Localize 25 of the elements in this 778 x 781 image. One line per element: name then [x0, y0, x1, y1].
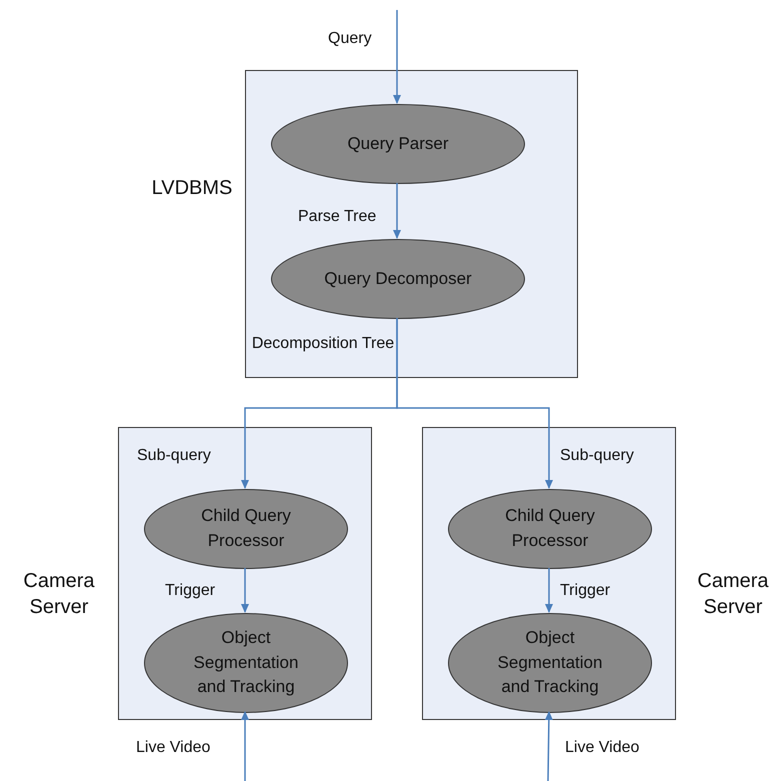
edge-label: Trigger [560, 581, 610, 601]
arrow [545, 568, 553, 613]
edge-label: Sub-query [137, 446, 211, 466]
annotation-label: Decomposition Tree [250, 334, 396, 354]
arrow [241, 568, 249, 613]
arrow [393, 10, 401, 104]
node-label: Query Parser [347, 132, 449, 155]
node-label: Child Query Processor [200, 505, 292, 552]
edge-label: Trigger [165, 581, 216, 601]
node-label: Object Segmentation and Tracking [192, 627, 300, 698]
box-heading: Camera Server [22, 569, 96, 620]
node-label: Query Decomposer [324, 268, 472, 290]
box-heading: Camera Server [696, 569, 770, 620]
edge-label: Sub-query [560, 446, 634, 466]
arrow [544, 711, 553, 781]
box-heading: LVDBMS [150, 176, 234, 201]
edge-label: Parse Tree [298, 207, 376, 227]
edge-label: Live Video [565, 738, 640, 758]
edge-label: Query [328, 29, 372, 49]
node-label: Object Segmentation and Tracking [496, 627, 604, 698]
node-label: Child Query Processor [504, 505, 596, 552]
arrow [241, 711, 249, 781]
arrow [393, 183, 401, 239]
arrow [396, 318, 553, 489]
edge-label: Live Video [136, 738, 210, 758]
